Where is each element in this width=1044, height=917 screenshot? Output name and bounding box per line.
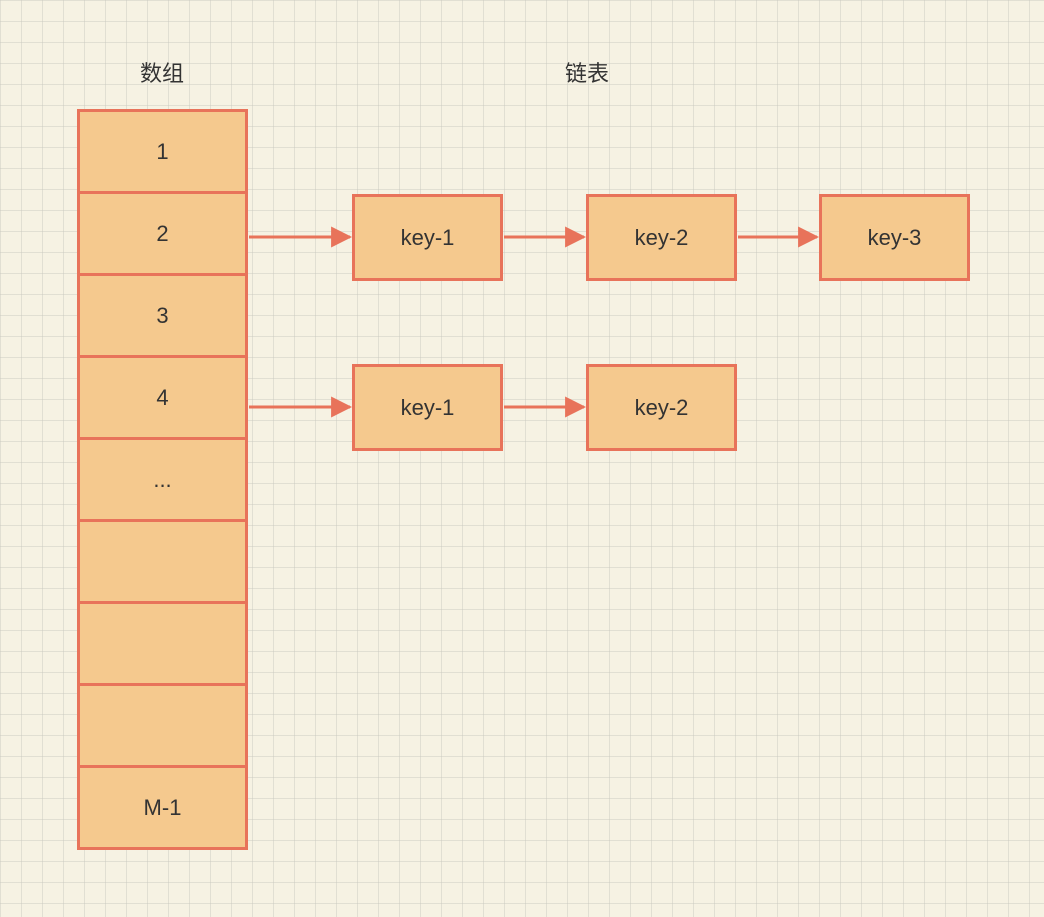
array-cell-last: M-1	[77, 765, 248, 850]
array-column: 1 2 3 4 ... M-1	[77, 109, 248, 850]
array-cell-3: 3	[77, 273, 248, 358]
list-node-row2-1: key-1	[352, 194, 503, 281]
array-cell-empty-1	[77, 519, 248, 604]
array-cell-empty-3	[77, 683, 248, 768]
linked-list-title: 链表	[564, 61, 609, 86]
array-cell-4: 4	[77, 355, 248, 440]
list-node-row4-1: key-1	[352, 364, 503, 451]
array-cell-ellipsis: ...	[77, 437, 248, 522]
list-node-row2-3: key-3	[819, 194, 970, 281]
array-cell-2: 2	[77, 191, 248, 276]
array-title: 数组	[139, 61, 184, 86]
list-node-row4-2: key-2	[586, 364, 737, 451]
array-cell-1: 1	[77, 109, 248, 194]
array-cell-empty-2	[77, 601, 248, 686]
list-node-row2-2: key-2	[586, 194, 737, 281]
